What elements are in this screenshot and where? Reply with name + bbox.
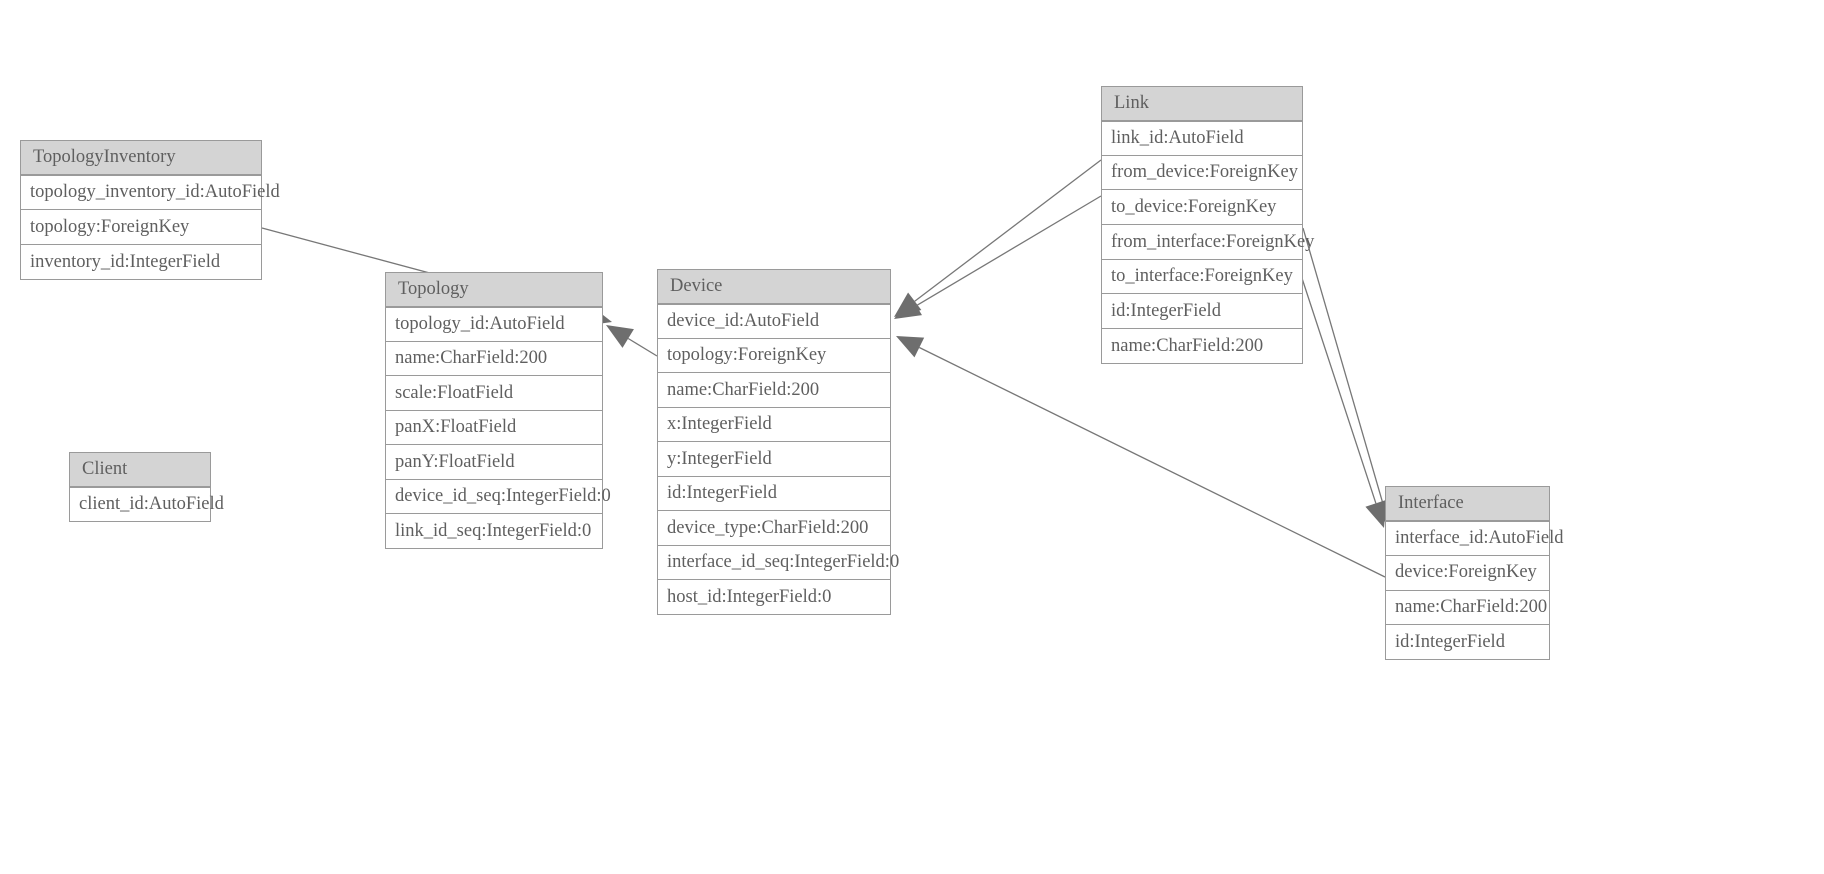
relationship-line: [1296, 262, 1377, 504]
arrowhead-icon: [606, 325, 634, 348]
entity-title-topology-inventory: TopologyInventory: [20, 140, 262, 175]
entity-field-row[interactable]: name:CharField:200: [1101, 329, 1303, 364]
entity-field-row[interactable]: device:ForeignKey: [1385, 555, 1550, 591]
relationship-line: [919, 346, 1386, 578]
relationship-line: [916, 195, 1102, 307]
relationship-device-topology: [606, 325, 658, 357]
entity-field-row[interactable]: link_id_seq:IntegerField:0: [385, 514, 603, 549]
entity-field-row[interactable]: from_device:ForeignKey: [1101, 155, 1303, 191]
entity-field-row[interactable]: id:IntegerField: [1101, 294, 1303, 330]
entity-field-row[interactable]: name:CharField:200: [385, 341, 603, 376]
entity-field-row[interactable]: topology:ForeignKey: [657, 338, 891, 373]
entity-title-interface: Interface: [1385, 486, 1550, 521]
entity-field-row[interactable]: topology_inventory_id:AutoField: [20, 175, 280, 210]
arrowhead-icon: [896, 336, 925, 358]
entity-field-row[interactable]: id:IntegerField: [657, 476, 891, 511]
entity-field-row[interactable]: to_device:ForeignKey: [1101, 190, 1303, 226]
relationship-line: [1302, 227, 1384, 504]
relationship-line: [627, 337, 658, 357]
relationship-link-to-interface: [1296, 262, 1387, 528]
entity-field-row[interactable]: y:IntegerField: [657, 442, 891, 477]
entity-field-row[interactable]: panX:FloatField: [385, 410, 603, 445]
entity-field-row[interactable]: topology_id:AutoField: [385, 307, 603, 342]
entity-field-row[interactable]: id:IntegerField: [1385, 625, 1550, 661]
entity-field-row[interactable]: name:CharField:200: [1385, 590, 1550, 626]
entity-field-row[interactable]: interface_id_seq:IntegerField:0: [657, 545, 899, 580]
relationship-link-from-device: [894, 159, 1102, 317]
entity-title-device: Device: [657, 269, 891, 304]
entity-field-row[interactable]: device_id_seq:IntegerField:0: [385, 479, 611, 514]
entity-field-row[interactable]: client_id:AutoField: [69, 487, 224, 522]
entity-title-topology: Topology: [385, 272, 603, 307]
entity-title-link: Link: [1101, 86, 1303, 121]
entity-field-row[interactable]: to_interface:ForeignKey: [1101, 259, 1303, 295]
arrowhead-icon: [894, 292, 922, 317]
entity-field-row[interactable]: interface_id:AutoField: [1385, 521, 1564, 556]
arrowhead-icon: [1365, 499, 1387, 528]
entity-field-row[interactable]: host_id:IntegerField:0: [657, 580, 891, 615]
entity-field-row[interactable]: topology:ForeignKey: [20, 210, 262, 245]
entity-field-row[interactable]: inventory_id:IntegerField: [20, 245, 262, 280]
relationship-link-from-interface: [1302, 227, 1394, 528]
entity-title-client: Client: [69, 452, 211, 487]
entity-field-row[interactable]: name:CharField:200: [657, 373, 891, 408]
entity-field-row[interactable]: from_interface:ForeignKey: [1101, 225, 1314, 260]
entity-field-row[interactable]: link_id:AutoField: [1101, 121, 1303, 156]
relationship-line: [914, 159, 1102, 302]
entity-field-row[interactable]: x:IntegerField: [657, 407, 891, 442]
entity-field-row[interactable]: panY:FloatField: [385, 445, 603, 480]
entity-field-row[interactable]: scale:FloatField: [385, 376, 603, 411]
relationship-link-to-device: [894, 195, 1102, 319]
entity-field-row[interactable]: device_type:CharField:200: [657, 511, 891, 546]
relationship-interface-device: [896, 336, 1386, 578]
entity-field-row[interactable]: device_id:AutoField: [657, 304, 891, 339]
arrowhead-icon: [894, 296, 922, 319]
